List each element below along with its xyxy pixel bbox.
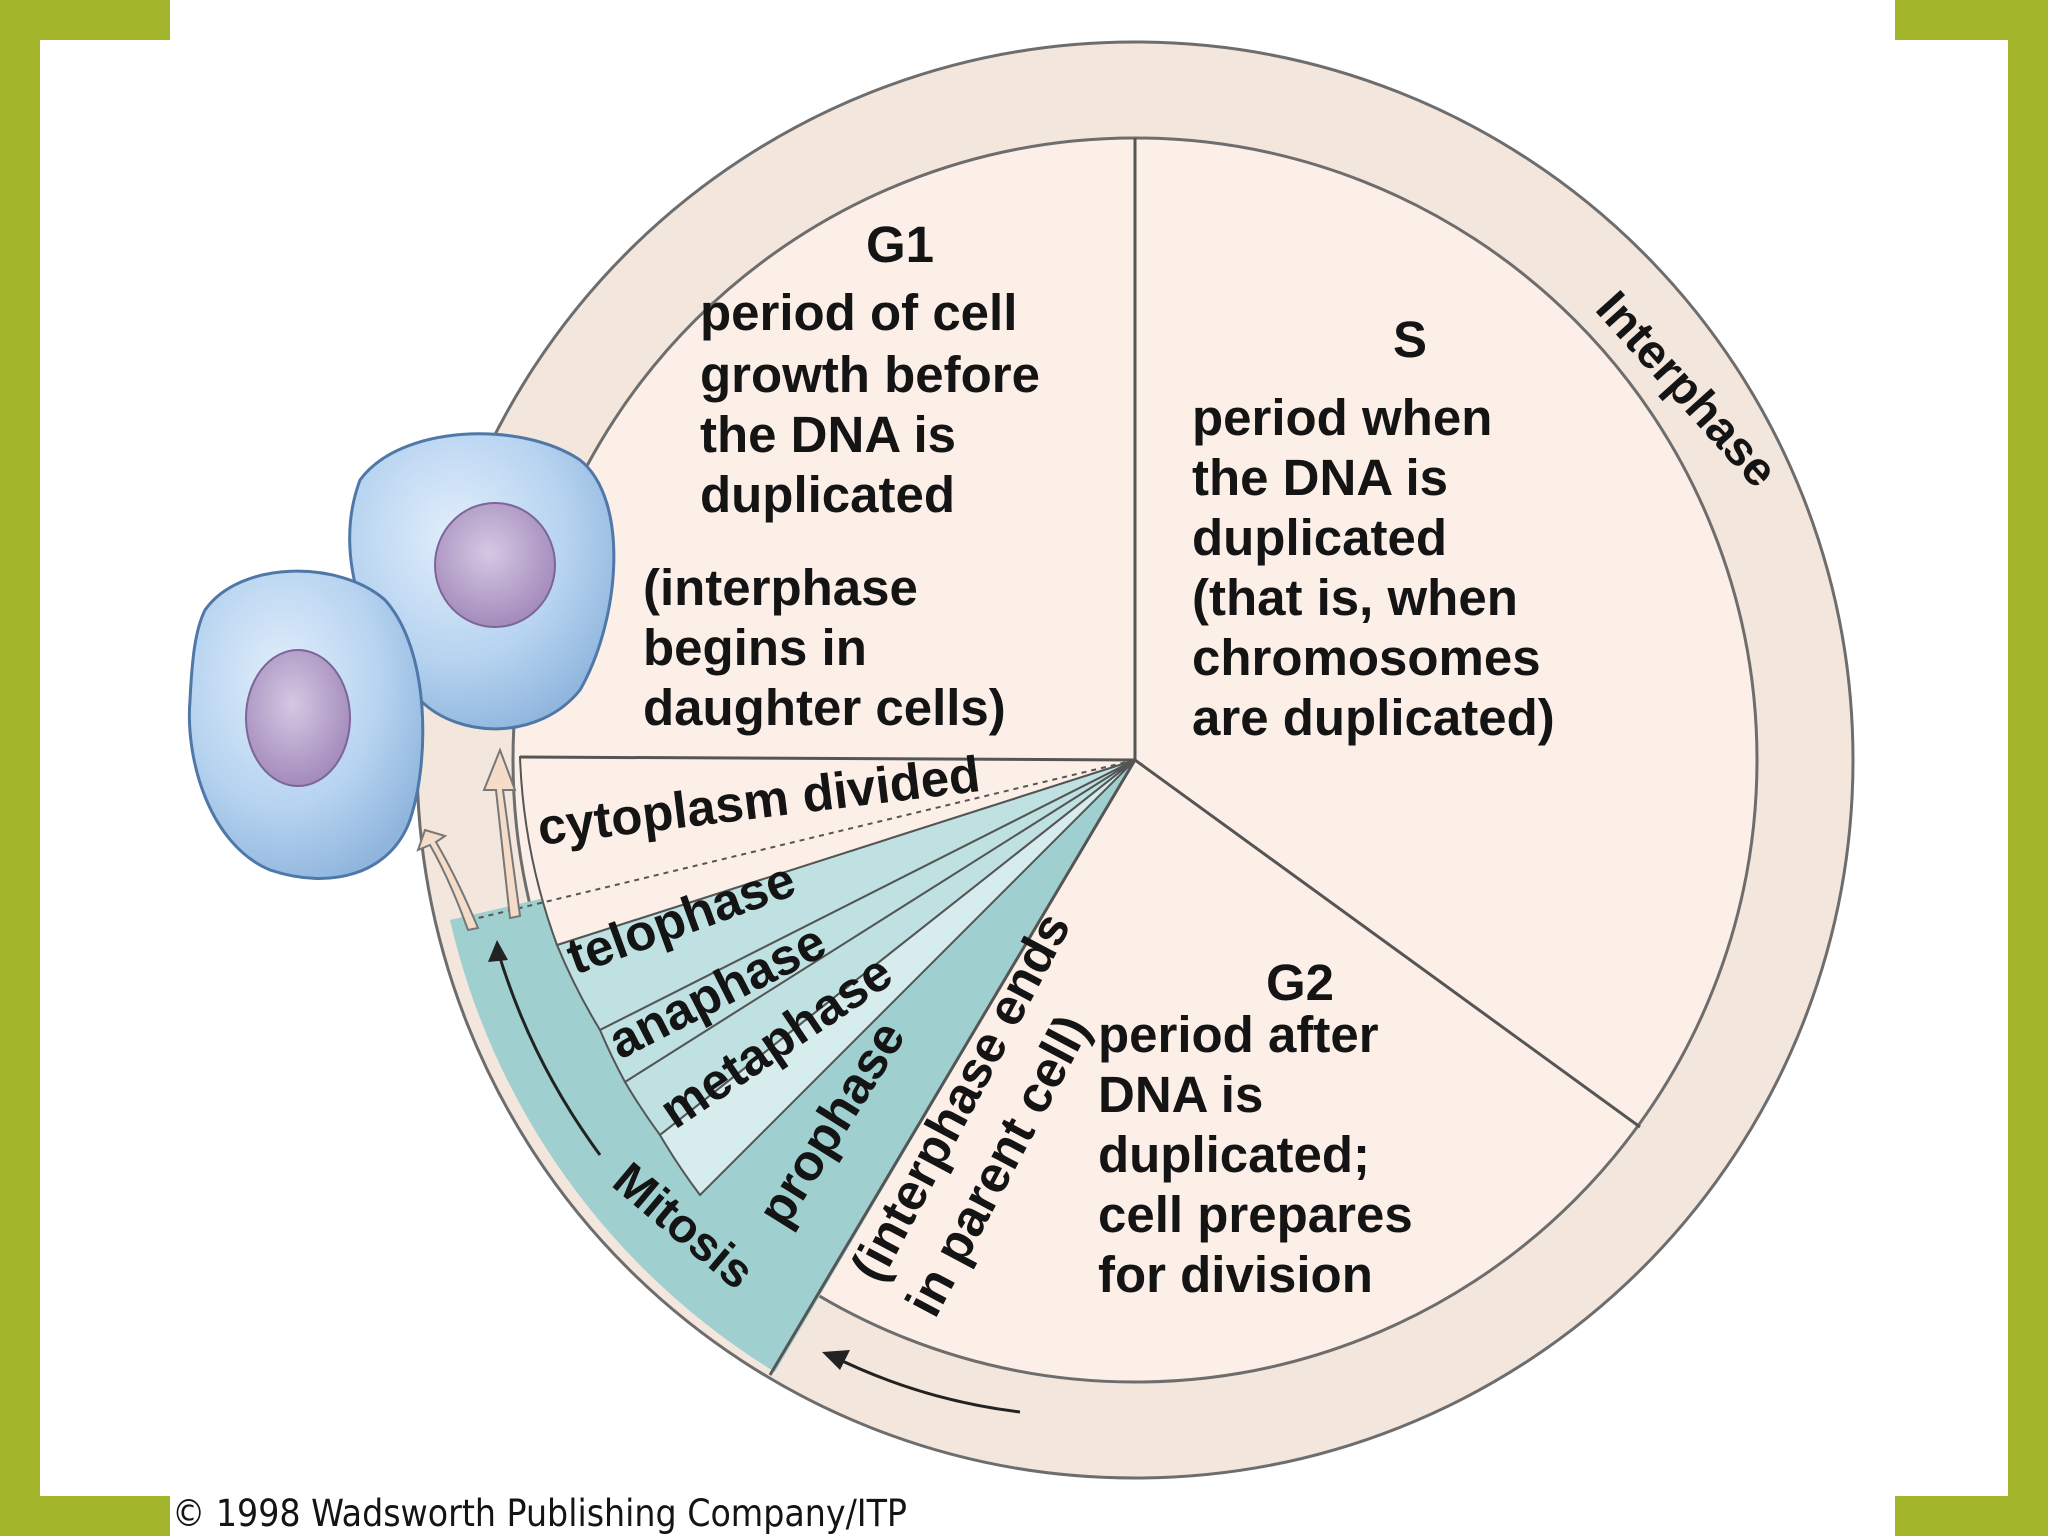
- cycle-arrow-bottom-head: [822, 1350, 850, 1370]
- g1-note-2: begins in: [643, 619, 867, 676]
- daughter-cell-back: [348, 432, 616, 731]
- s-line-4: (that is, when: [1192, 569, 1518, 626]
- cell-arrow-left: [416, 828, 480, 932]
- cycle-arrow-bottom: [829, 1353, 1021, 1414]
- mitosis-arrow-head: [488, 940, 508, 962]
- cell-arrow-right: [482, 747, 522, 920]
- s-line-6: are duplicated): [1192, 689, 1555, 746]
- panel-top-extension: [170, 0, 1895, 40]
- copyright-credit: © 1998 Wadsworth Publishing Company/ITP: [172, 1492, 907, 1535]
- s-line-2: the DNA is: [1192, 449, 1448, 506]
- mitosis-arrow: [495, 947, 602, 1156]
- g2-mitosis-divider: [768, 759, 1137, 1376]
- nucleus-back: [434, 502, 556, 628]
- nucleus-front: [245, 649, 351, 787]
- daughter-cell-front: [187, 569, 425, 880]
- cytoplasm-sector: [518, 755, 1136, 947]
- g2-line-1: period after: [1098, 1006, 1379, 1063]
- cytoplasm-dotted-line: [469, 759, 1136, 921]
- g2-line-3: duplicated;: [1098, 1126, 1370, 1183]
- g2-line-2: DNA is: [1098, 1066, 1263, 1123]
- g1-line-3: the DNA is: [700, 406, 956, 463]
- g1-line-4: duplicated: [700, 466, 955, 523]
- g1-title: G1: [866, 216, 934, 273]
- s-title: S: [1393, 311, 1427, 368]
- g1-cytoplasm-divider: [519, 755, 1136, 762]
- s-line-3: duplicated: [1192, 509, 1447, 566]
- g1-line-1: period of cell: [700, 284, 1017, 341]
- g1-note-3: daughter cells): [643, 679, 1006, 736]
- g2-line-4: cell prepares: [1098, 1186, 1413, 1243]
- s-g2-divider: [1134, 758, 1641, 1129]
- s-line-1: period when: [1192, 389, 1492, 446]
- g1-line-2: growth before: [700, 346, 1040, 403]
- prophase-sector: [658, 759, 1136, 1197]
- g2-title: G2: [1266, 954, 1334, 1011]
- s-line-5: chromosomes: [1192, 629, 1541, 686]
- g1-note-1: (interphase: [643, 559, 918, 616]
- g2-line-5: for division: [1098, 1246, 1373, 1303]
- panel-bottom-extension: [170, 1496, 1895, 1536]
